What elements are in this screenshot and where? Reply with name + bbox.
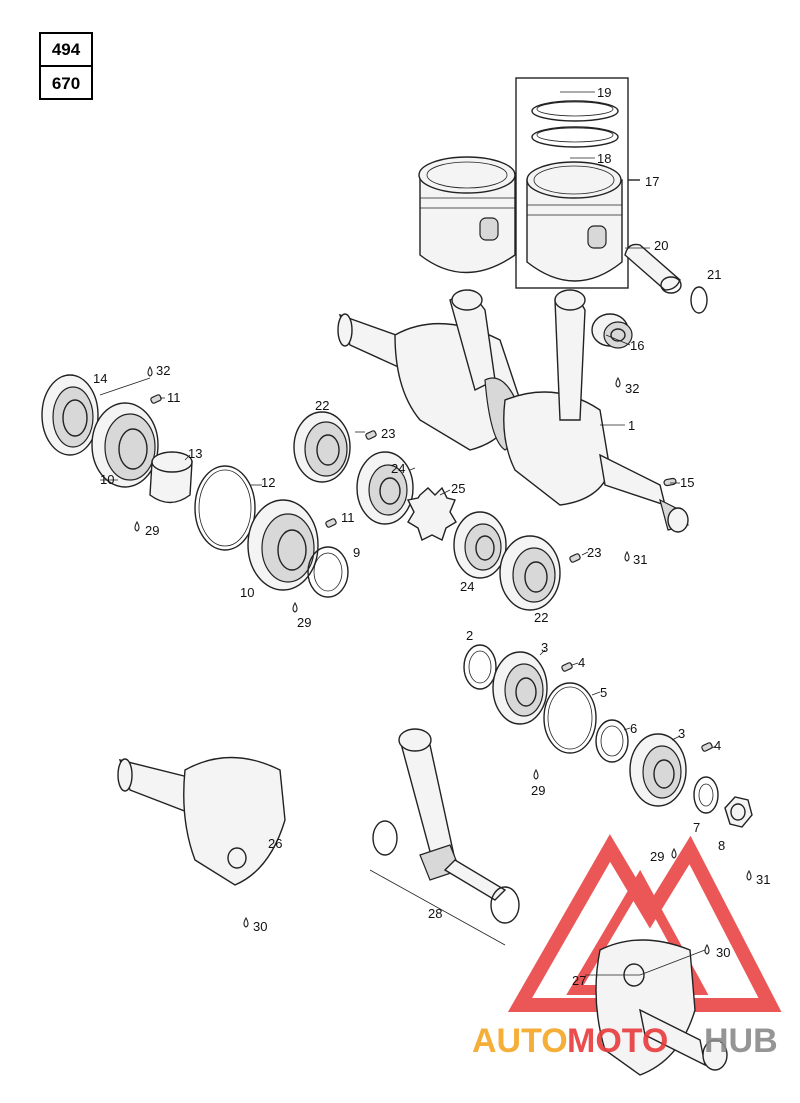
callout-12: 12 (261, 475, 275, 490)
drop-icon (746, 869, 752, 881)
drop-icon (704, 943, 710, 955)
callout-31: 31 (633, 552, 647, 567)
shim-2 (463, 644, 497, 690)
callout-24: 24 (460, 579, 474, 594)
callout-14: 14 (93, 371, 107, 386)
o-ring (194, 465, 256, 551)
callout-7: 7 (693, 820, 700, 835)
callout-20: 20 (654, 238, 668, 253)
callout-4: 4 (714, 738, 721, 753)
callout-32: 32 (156, 363, 170, 378)
ring (149, 451, 193, 504)
connecting-rod-kit (369, 728, 520, 946)
model-number-box: 494 670 (39, 32, 93, 100)
piston (526, 161, 623, 282)
callout-2: 2 (466, 628, 473, 643)
drop-icon (624, 550, 630, 562)
callout-21: 21 (707, 267, 721, 282)
washer-7 (693, 776, 719, 814)
callout-27: 27 (572, 973, 586, 988)
callout-4: 4 (578, 655, 585, 670)
drive-gear (406, 486, 457, 541)
crankshaft-assembly (337, 289, 689, 533)
callout-32: 32 (625, 381, 639, 396)
callout-22: 22 (315, 398, 329, 413)
callout-9: 9 (353, 545, 360, 560)
drop-icon (243, 916, 249, 928)
model-number-top: 494 (52, 40, 81, 59)
callout-30: 30 (253, 919, 267, 934)
callout-17: 17 (645, 174, 659, 189)
bearing-3-lower (629, 733, 687, 807)
callout-29: 29 (145, 523, 159, 538)
callout-8: 8 (718, 838, 725, 853)
callout-10: 10 (240, 585, 254, 600)
drop-icon (292, 601, 298, 613)
piston-pin (624, 243, 682, 294)
callout-10: 10 (100, 472, 114, 487)
callout-29: 29 (531, 783, 545, 798)
piston-alt (418, 156, 516, 274)
circlip (690, 286, 708, 314)
watermark-hub: HUB (704, 1022, 778, 1060)
drop-icon (147, 365, 153, 377)
seal-lower (453, 511, 507, 579)
model-number-bottom: 670 (52, 74, 80, 93)
callout-19: 19 (597, 85, 611, 100)
crank-half-27 (595, 939, 728, 1076)
ball-bearing (91, 402, 159, 488)
watermark-auto: AUTO (472, 1022, 568, 1060)
callout-18: 18 (597, 151, 611, 166)
lubricant-drop-icons (134, 365, 752, 955)
shim (307, 546, 349, 598)
callout-24: 24 (391, 461, 405, 476)
callout-31: 31 (756, 872, 770, 887)
watermark-moto: MOTO (567, 1022, 668, 1060)
callout-22: 22 (534, 610, 548, 625)
callout-1: 1 (628, 418, 635, 433)
callout-26: 26 (268, 836, 282, 851)
leader-lines (99, 91, 717, 976)
callout-28: 28 (428, 906, 442, 921)
drop-icon (615, 376, 621, 388)
callout-11: 11 (341, 510, 355, 525)
callout-3: 3 (678, 726, 685, 741)
needle-bearing (591, 313, 633, 349)
bearing-upper (293, 411, 351, 483)
callout-6: 6 (630, 721, 637, 736)
callout-numbers: 1 2 3 3 4 4 5 6 7 8 9 10 10 11 11 12 13 … (93, 85, 770, 988)
seal-upper (356, 451, 414, 525)
crank-half-26 (117, 756, 286, 886)
callout-23: 23 (381, 426, 395, 441)
callout-29: 29 (650, 849, 664, 864)
piston-rings (531, 100, 619, 148)
drop-icon (671, 847, 677, 859)
o-ring-5 (543, 682, 597, 754)
callout-3: 3 (541, 640, 548, 655)
callout-23: 23 (587, 545, 601, 560)
nut-8 (724, 796, 753, 828)
oil-seal (41, 374, 99, 456)
drop-icon (134, 520, 140, 532)
dowel-pins (150, 394, 713, 752)
bearing-lower (499, 535, 561, 611)
bearing-3-upper (492, 651, 548, 725)
callout-16: 16 (630, 338, 644, 353)
callout-15: 15 (680, 475, 694, 490)
callout-11: 11 (167, 390, 181, 405)
callout-30: 30 (716, 945, 730, 960)
piston-kit-box (515, 77, 640, 289)
callout-5: 5 (600, 685, 607, 700)
callout-29: 29 (297, 615, 311, 630)
watermark-text: AUTO MOTO HUB (472, 1022, 778, 1060)
callout-25: 25 (451, 481, 465, 496)
drop-icon (533, 768, 539, 780)
callout-13: 13 (188, 446, 202, 461)
ball-bearing-lower (247, 499, 319, 591)
shim-6 (595, 719, 629, 763)
